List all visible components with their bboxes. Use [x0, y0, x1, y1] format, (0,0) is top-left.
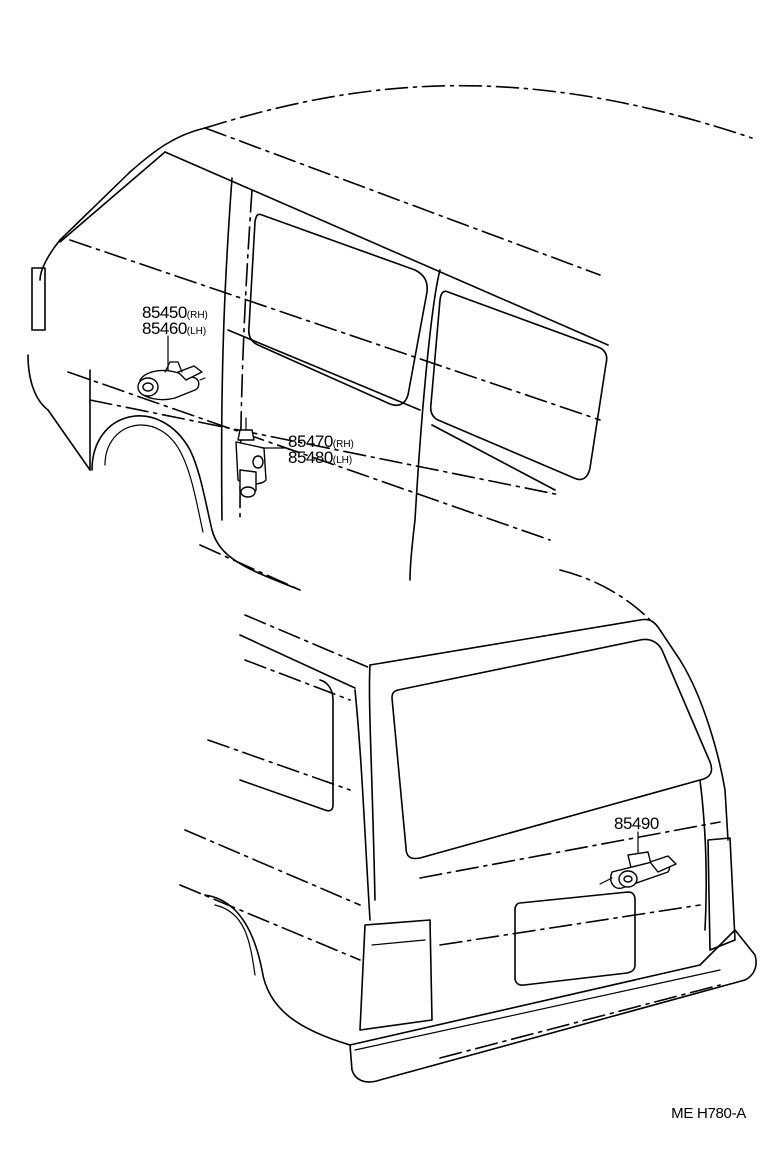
callout-85480: 85480(LH)	[288, 449, 352, 469]
callout-85490: 85490	[614, 815, 659, 832]
callout-85480-side: (LH)	[332, 455, 353, 466]
van-rear-view	[179, 569, 757, 1083]
callout-85480-number: 85480	[288, 448, 333, 467]
callout-85470-side: (RH)	[332, 439, 354, 450]
callout-85450: 85450(RH)	[142, 304, 208, 324]
callout-85470: 85470(RH)	[288, 433, 354, 453]
part-85470-lock-cylinder	[235, 417, 285, 498]
part-85490-lock-cylinder	[599, 831, 677, 889]
callout-85460-number: 85460	[142, 319, 187, 338]
callout-85450-number: 85450	[142, 303, 187, 322]
callout-85470-number: 85470	[288, 432, 333, 451]
callout-85460: 85460(LH)	[142, 320, 206, 340]
callout-85490-number: 85490	[614, 814, 659, 833]
callout-85460-side: (LH)	[186, 326, 207, 337]
part-85450-lock-cylinder	[137, 335, 206, 401]
callout-85450-side: (RH)	[186, 310, 208, 321]
van-side-view	[27, 84, 753, 591]
diagram-reference-code: ME H780-A	[671, 1105, 746, 1122]
